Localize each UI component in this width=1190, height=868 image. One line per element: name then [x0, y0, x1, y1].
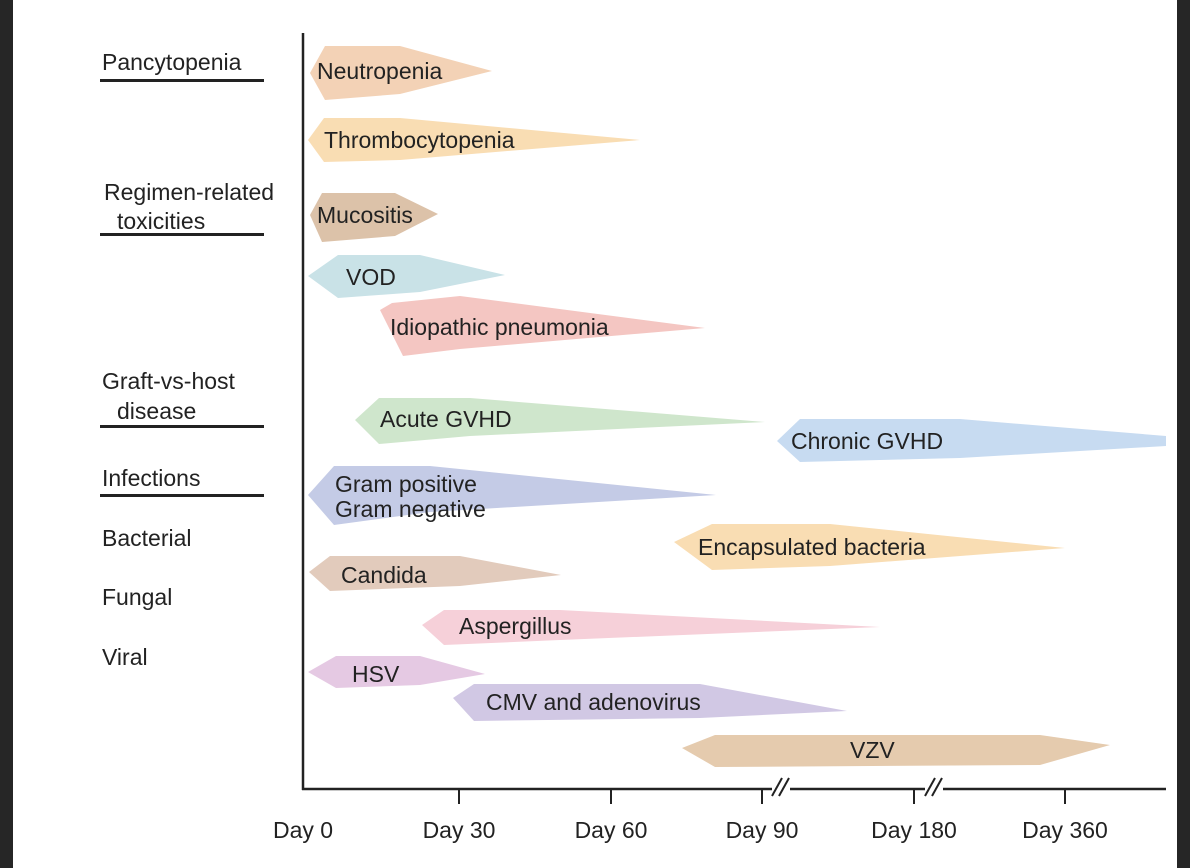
axis-break-1	[771, 777, 790, 798]
axis-tick-label: Day 360	[1022, 817, 1108, 843]
bar-aspergillus	[422, 610, 880, 645]
axis-tick-label: Day 0	[273, 817, 333, 843]
underline-pancytopenia	[100, 79, 264, 82]
bar-label-acute-gvhd: Acute GVHD	[380, 406, 512, 432]
bar-label-thrombocytopenia: Thrombocytopenia	[324, 127, 515, 153]
category-pancytopenia: Pancytopenia	[102, 49, 242, 75]
category-viral: Viral	[102, 644, 148, 670]
bar-label-gram-bacteria: Gram positive	[335, 471, 477, 497]
bar-label-mucositis: Mucositis	[317, 202, 413, 228]
bar-vod	[308, 255, 505, 298]
timeline-axis	[301, 33, 1166, 798]
bar-label-aspergillus: Aspergillus	[459, 613, 572, 639]
bar-label-candida: Candida	[341, 562, 427, 588]
axis-ticks: Day 0 Day 30 Day 60 Day 90 Day 180 Day 360	[273, 789, 1108, 843]
bar-chronic-gvhd	[777, 419, 1166, 462]
bar-label-gram-bacteria: Gram negative	[335, 496, 486, 522]
bar-idiopathic-pneumonia	[380, 296, 705, 356]
left-frame-strip	[0, 0, 13, 868]
category-regimen-line2: toxicities	[117, 208, 206, 234]
bar-label-neutropenia: Neutropenia	[317, 58, 443, 84]
bar-label-chronic-gvhd: Chronic GVHD	[791, 428, 943, 454]
bar-label-cmv-adenovirus: CMV and adenovirus	[486, 689, 701, 715]
bar-label-encapsulated-bacteria: Encapsulated bacteria	[698, 534, 926, 560]
bar-thrombocytopenia	[308, 118, 640, 162]
bar-label-hsv: HSV	[352, 661, 400, 687]
right-frame-strip	[1177, 0, 1190, 868]
underline-gvhd	[100, 425, 264, 428]
axis-tick-label: Day 180	[871, 817, 957, 843]
category-fungal: Fungal	[102, 584, 173, 610]
axis-break-2	[924, 777, 943, 798]
axis-tick-label: Day 90	[726, 817, 799, 843]
bar-vzv	[682, 735, 1110, 767]
bar-cmv-adenovirus	[453, 684, 847, 721]
bar-label-vzv: VZV	[850, 737, 895, 763]
category-regimen-line1: Regimen-related	[104, 179, 275, 205]
category-infections: Infections	[102, 465, 201, 491]
category-gvhd-line2: disease	[117, 398, 197, 424]
underline-regimen	[100, 233, 264, 236]
bar-encapsulated-bacteria	[674, 524, 1065, 570]
bar-gram-bacteria	[308, 466, 716, 525]
bar-label-vod: VOD	[346, 264, 396, 290]
bar-label-idiopathic-pneumonia: Idiopathic pneumonia	[390, 314, 609, 340]
axis-tick-label: Day 30	[423, 817, 496, 843]
bar-mucositis	[310, 193, 438, 242]
bar-hsv	[308, 656, 485, 688]
bar-candida	[309, 556, 561, 591]
category-gvhd-line1: Graft-vs-host	[102, 368, 235, 394]
category-bacterial: Bacterial	[102, 525, 192, 551]
bar-neutropenia	[310, 46, 492, 100]
axis-tick-label: Day 60	[575, 817, 648, 843]
underline-infections	[100, 494, 264, 497]
bar-acute-gvhd	[355, 398, 765, 444]
